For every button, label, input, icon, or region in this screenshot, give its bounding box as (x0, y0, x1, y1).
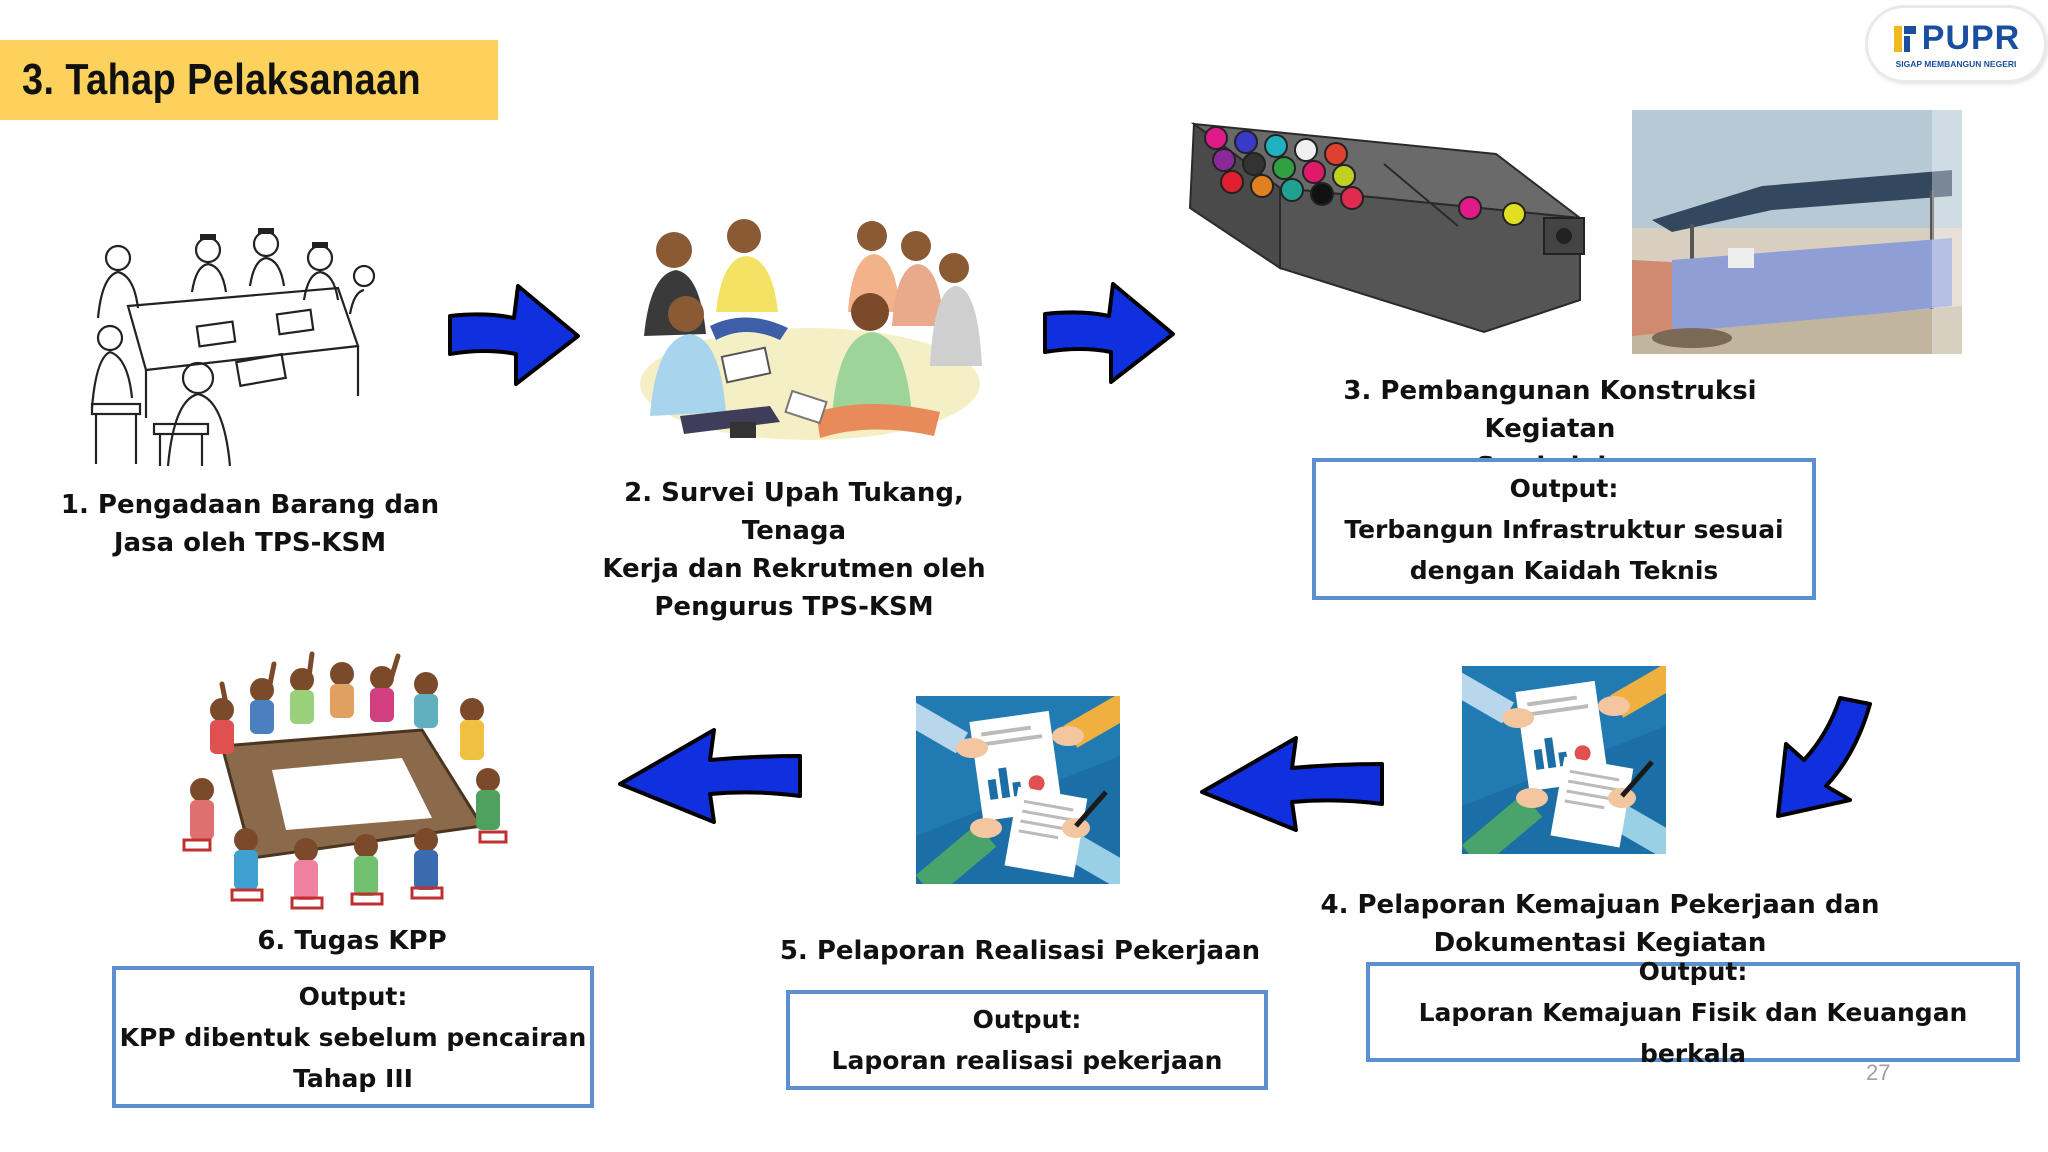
step-4-label-line: Dokumentasi Kegiatan (1433, 928, 1767, 958)
step-5-label-line: 5. Pelaporan Realisasi Pekerjaan (779, 936, 1261, 966)
step-1-label-line: Jasa oleh TPS-KSM (113, 528, 387, 558)
report-documents-illustration (1462, 666, 1666, 854)
survey-group-illustration (620, 216, 984, 446)
step-4-output-box: Output: Laporan Kemajuan Fisik dan Keuan… (1366, 957, 2020, 1068)
step-1-image (88, 228, 376, 466)
step-6-label: 6. Tugas KPP (152, 922, 552, 960)
step-3-image-building (1632, 110, 1962, 354)
step-6-image (182, 650, 512, 914)
output-text: Tahap III (293, 1063, 413, 1093)
output-text: KPP dibentuk sebelum pencairan (119, 1022, 587, 1052)
output-text: Terbangun Infrastruktur sesuai (1344, 514, 1784, 544)
step-6-output-box: Output: KPP dibentuk sebelum pencairan T… (112, 966, 594, 1108)
step-4-image (1462, 666, 1666, 854)
page-number: 27 (1866, 1060, 1891, 1085)
step-3-output-box: Output: Terbangun Infrastruktur sesuai d… (1312, 458, 1816, 600)
logo-text: PUPR (1921, 19, 2021, 57)
step-2-label: 2. Survei Upah Tukang, Tenaga Kerja dan … (572, 474, 1016, 626)
page-title: 3. Tahap Pelaksanaan (22, 55, 422, 104)
output-heading: Output: (1638, 956, 1748, 986)
step-6-label-line: 6. Tugas KPP (257, 926, 447, 956)
arrow-left-icon (1200, 736, 1384, 832)
meeting-sketch-illustration (88, 228, 376, 466)
step-2-label-line: Pengurus TPS-KSM (654, 592, 934, 622)
step-4-label: 4. Pelaporan Kemajuan Pekerjaan dan Doku… (1320, 886, 1880, 962)
step-1-label: 1. Pengadaan Barang dan Jasa oleh TPS-KS… (40, 486, 460, 562)
step-5-label: 5. Pelaporan Realisasi Pekerjaan (770, 932, 1270, 970)
building-photo-illustration (1632, 110, 1962, 354)
logo-tagline: SIGAP MEMBANGUN NEGERI (1895, 59, 2017, 69)
step-5-image (916, 696, 1120, 884)
output-heading: Output: (298, 981, 408, 1011)
step-3-image-bin (1184, 118, 1594, 336)
output-text: Laporan realisasi pekerjaan (831, 1046, 1223, 1075)
page-title-banner: 3. Tahap Pelaksanaan (0, 40, 498, 120)
pupr-logo: PUPR SIGAP MEMBANGUN NEGERI (1868, 8, 2044, 80)
arrow-left-icon (618, 728, 802, 824)
pupr-emblem-icon (1893, 25, 1916, 52)
step-4-label-line: 4. Pelaporan Kemajuan Pekerjaan dan (1320, 890, 1880, 920)
step-2-label-line: Kerja dan Rekrutmen oleh (602, 554, 986, 584)
community-meeting-illustration (182, 650, 512, 914)
step-2-image (620, 216, 984, 446)
step-3-label-line: 3. Pembangunan Konstruksi Kegiatan (1343, 376, 1757, 444)
arrow-right-icon (448, 284, 580, 386)
step-1-label-line: 1. Pengadaan Barang dan (60, 490, 440, 520)
arrow-down-left-icon (1776, 696, 1872, 818)
output-heading: Output: (972, 1005, 1082, 1034)
output-heading: Output: (1509, 473, 1619, 503)
report-documents-illustration (916, 696, 1120, 884)
waste-bin-model-illustration (1184, 118, 1594, 336)
arrow-right-icon (1043, 282, 1175, 384)
step-5-output-box: Output: Laporan realisasi pekerjaan (786, 990, 1268, 1090)
step-2-label-line: 2. Survei Upah Tukang, Tenaga (624, 478, 964, 546)
output-text: dengan Kaidah Teknis (1409, 555, 1719, 585)
output-text: Laporan Kemajuan Fisik dan Keuangan berk… (1418, 997, 1968, 1068)
